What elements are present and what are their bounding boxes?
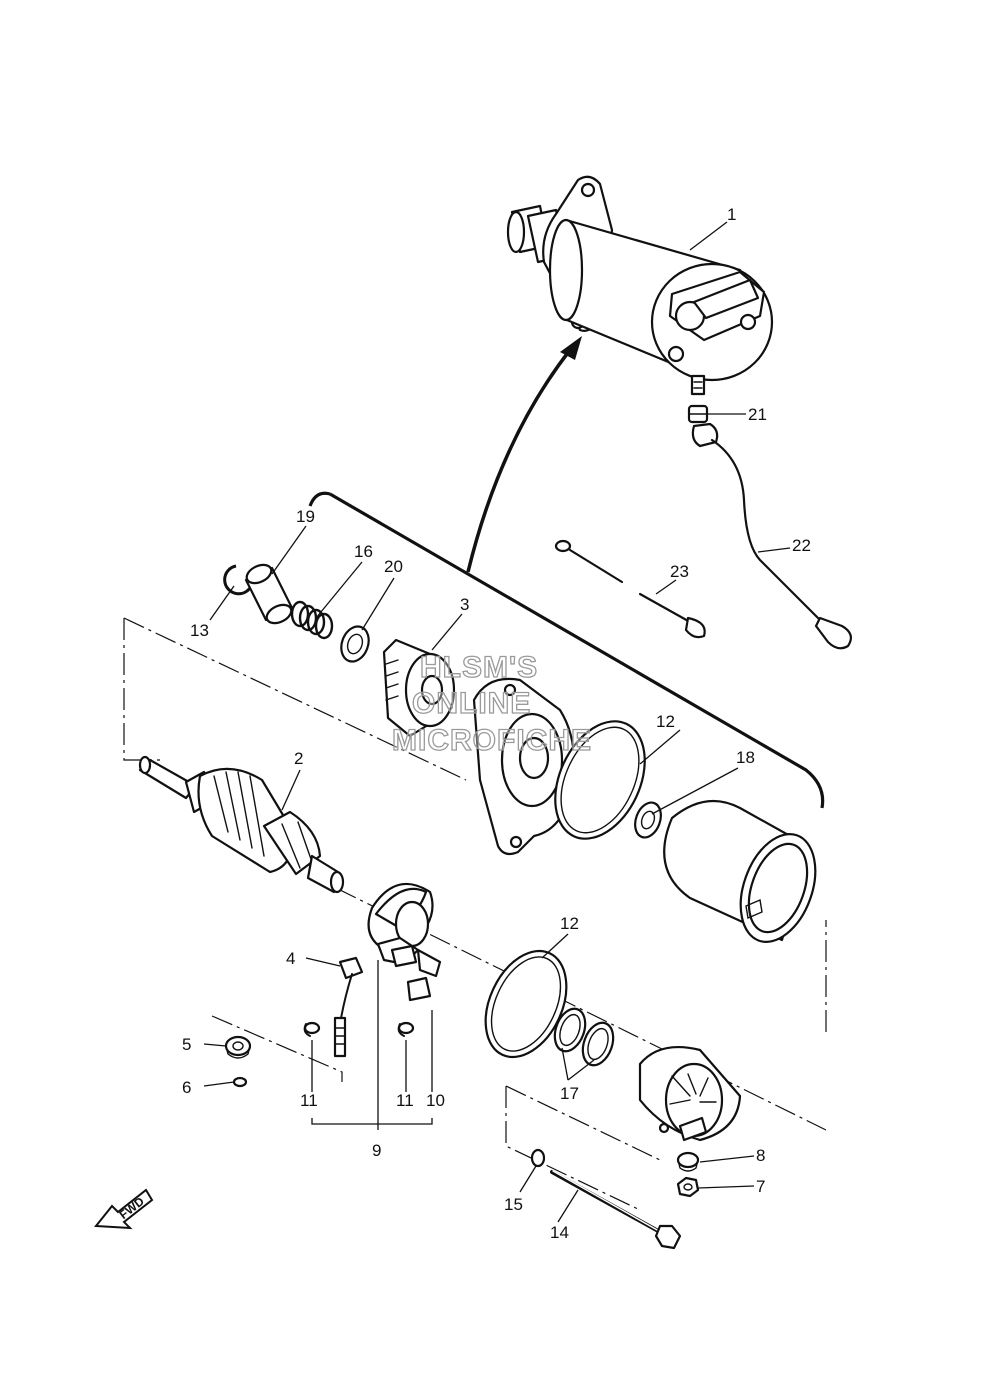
callout-22: 22: [792, 536, 811, 555]
part-8-grommet: [676, 1151, 700, 1172]
callout-1: 1: [727, 205, 736, 224]
part-22-lead-wire: [691, 422, 853, 650]
callout-7: 7: [756, 1177, 765, 1196]
part-19-collar: [244, 563, 294, 625]
part-21-nut: [687, 404, 709, 424]
part-4-brush: [333, 956, 364, 1058]
callout-16: 16: [354, 542, 373, 561]
callout-19: 19: [296, 507, 315, 526]
part-20-washer: [340, 625, 370, 663]
part-16-spring: [290, 600, 334, 640]
fwd-arrow-icon: FWD: [94, 1188, 154, 1230]
watermark-line-2: ONLINE: [412, 687, 531, 720]
yoke-housing: [663, 799, 817, 943]
part-11-screw-left: [303, 1021, 321, 1037]
part-23-lead-wire: [554, 539, 706, 639]
callout-14: 14: [550, 1223, 569, 1242]
part-7-nut: [676, 1176, 700, 1198]
front-cover: [472, 677, 576, 856]
part-17-o-rings: [553, 1007, 615, 1067]
callout-15: 15: [504, 1195, 523, 1214]
callout-23: 23: [670, 562, 689, 581]
callout-8: 8: [756, 1146, 765, 1165]
part-5-grommet: [224, 1035, 252, 1059]
watermark-line-1: HLSM'S: [420, 651, 538, 684]
part-11-screw-right: [397, 1021, 415, 1037]
part-3-pinion-gear: [382, 638, 456, 738]
callout-5: 5: [182, 1035, 191, 1054]
callout-9: 9: [372, 1141, 381, 1160]
callout-4: 4: [286, 949, 295, 968]
part-18-washer: [634, 801, 662, 839]
part-2-armature: [138, 755, 345, 894]
front-assembly-bracket: [308, 491, 825, 809]
callout-13: 13: [190, 621, 209, 640]
callout-12-upper: 12: [656, 712, 675, 731]
callout-10: 10: [426, 1091, 445, 1110]
callout-17: 17: [560, 1084, 579, 1103]
assembly-arrow: [466, 336, 582, 573]
callout-3: 3: [460, 595, 469, 614]
watermark-line-3: MICROFICHE: [392, 724, 592, 757]
part-13-circlip: [223, 564, 254, 596]
callout-18: 18: [736, 748, 755, 767]
callout-12-lower: 12: [560, 914, 579, 933]
watermark: HLSM'S ONLINE MICROFICHE: [391, 650, 592, 757]
callout-2: 2: [294, 749, 303, 768]
part-9-brush-holder: [390, 944, 442, 1002]
callout-21: 21: [748, 405, 767, 424]
part-14-through-bolt: [550, 1170, 682, 1250]
callout-6: 6: [182, 1078, 191, 1097]
part-1-starter-motor-assembly: [506, 175, 774, 396]
rear-cover: [638, 1046, 742, 1142]
callout-numbers: 1 21 22 23 19 16 20 3 13 2 12 18 12 4 5 …: [182, 205, 811, 1242]
callout-11-right: 11: [396, 1091, 414, 1110]
part-6-washer: [232, 1076, 248, 1088]
part-15-o-ring: [530, 1148, 546, 1168]
leader-lines: [203, 221, 791, 1223]
callout-20: 20: [384, 557, 403, 576]
callout-11-left: 11: [300, 1091, 318, 1110]
part-12-o-ring-upper: [554, 720, 646, 840]
